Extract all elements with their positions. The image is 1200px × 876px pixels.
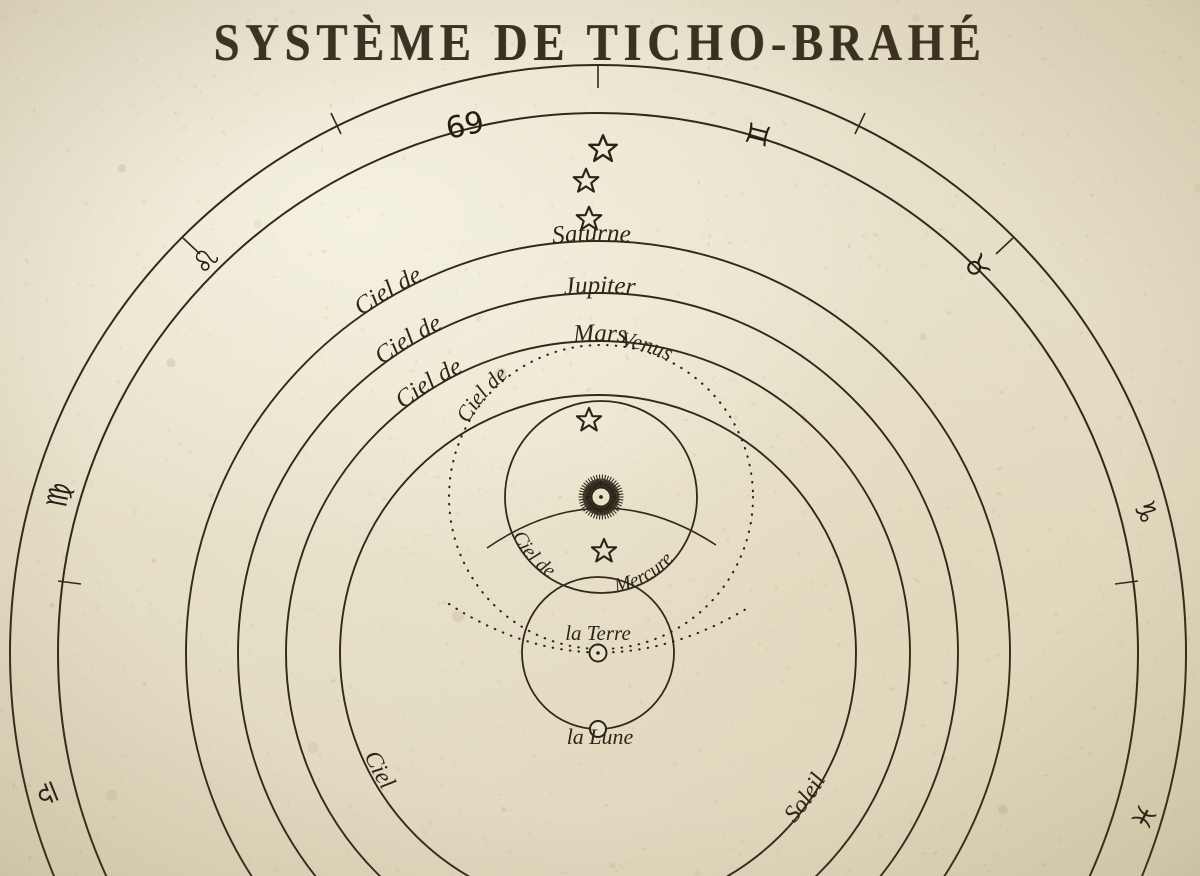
zodiac-sign-leo: ♌ xyxy=(185,241,229,281)
sphere-of-sun xyxy=(339,394,857,876)
orbit-of-mercury xyxy=(504,400,698,594)
zodiac-sign-virgo: ♍ xyxy=(40,480,77,511)
zodiac-sign-capricorn: ♑ xyxy=(1127,497,1163,526)
label-mars: Mars xyxy=(572,320,628,348)
sphere-of-saturn xyxy=(185,240,1011,876)
sun-icon xyxy=(578,474,624,520)
moon-icon xyxy=(589,720,607,738)
orbit-of-venus xyxy=(447,343,755,651)
zodiac-sign-libra: ♎ xyxy=(27,776,67,812)
sphere-of-mars xyxy=(285,340,911,876)
zodiac-ring-inner xyxy=(57,112,1139,876)
zodiac-sign-cancer: 69 xyxy=(443,105,488,147)
earth-ecliptic-dotted xyxy=(447,602,753,654)
earth-icon xyxy=(588,643,608,663)
star-marker-saturn xyxy=(588,134,618,163)
zodiac-sign-taurus: ♉ xyxy=(956,248,997,286)
zodiac-tick-marks xyxy=(57,65,1139,585)
zodiac-sign-pisces: ♓ xyxy=(1123,798,1164,836)
sun-rays xyxy=(578,474,624,520)
star-marker-jupiter xyxy=(572,167,600,193)
zodiac-sign-gemini: ♊ xyxy=(738,118,776,150)
star-marker-mars xyxy=(575,205,603,231)
star-marker-venus xyxy=(575,406,603,432)
star-marker-mercury xyxy=(590,537,618,563)
